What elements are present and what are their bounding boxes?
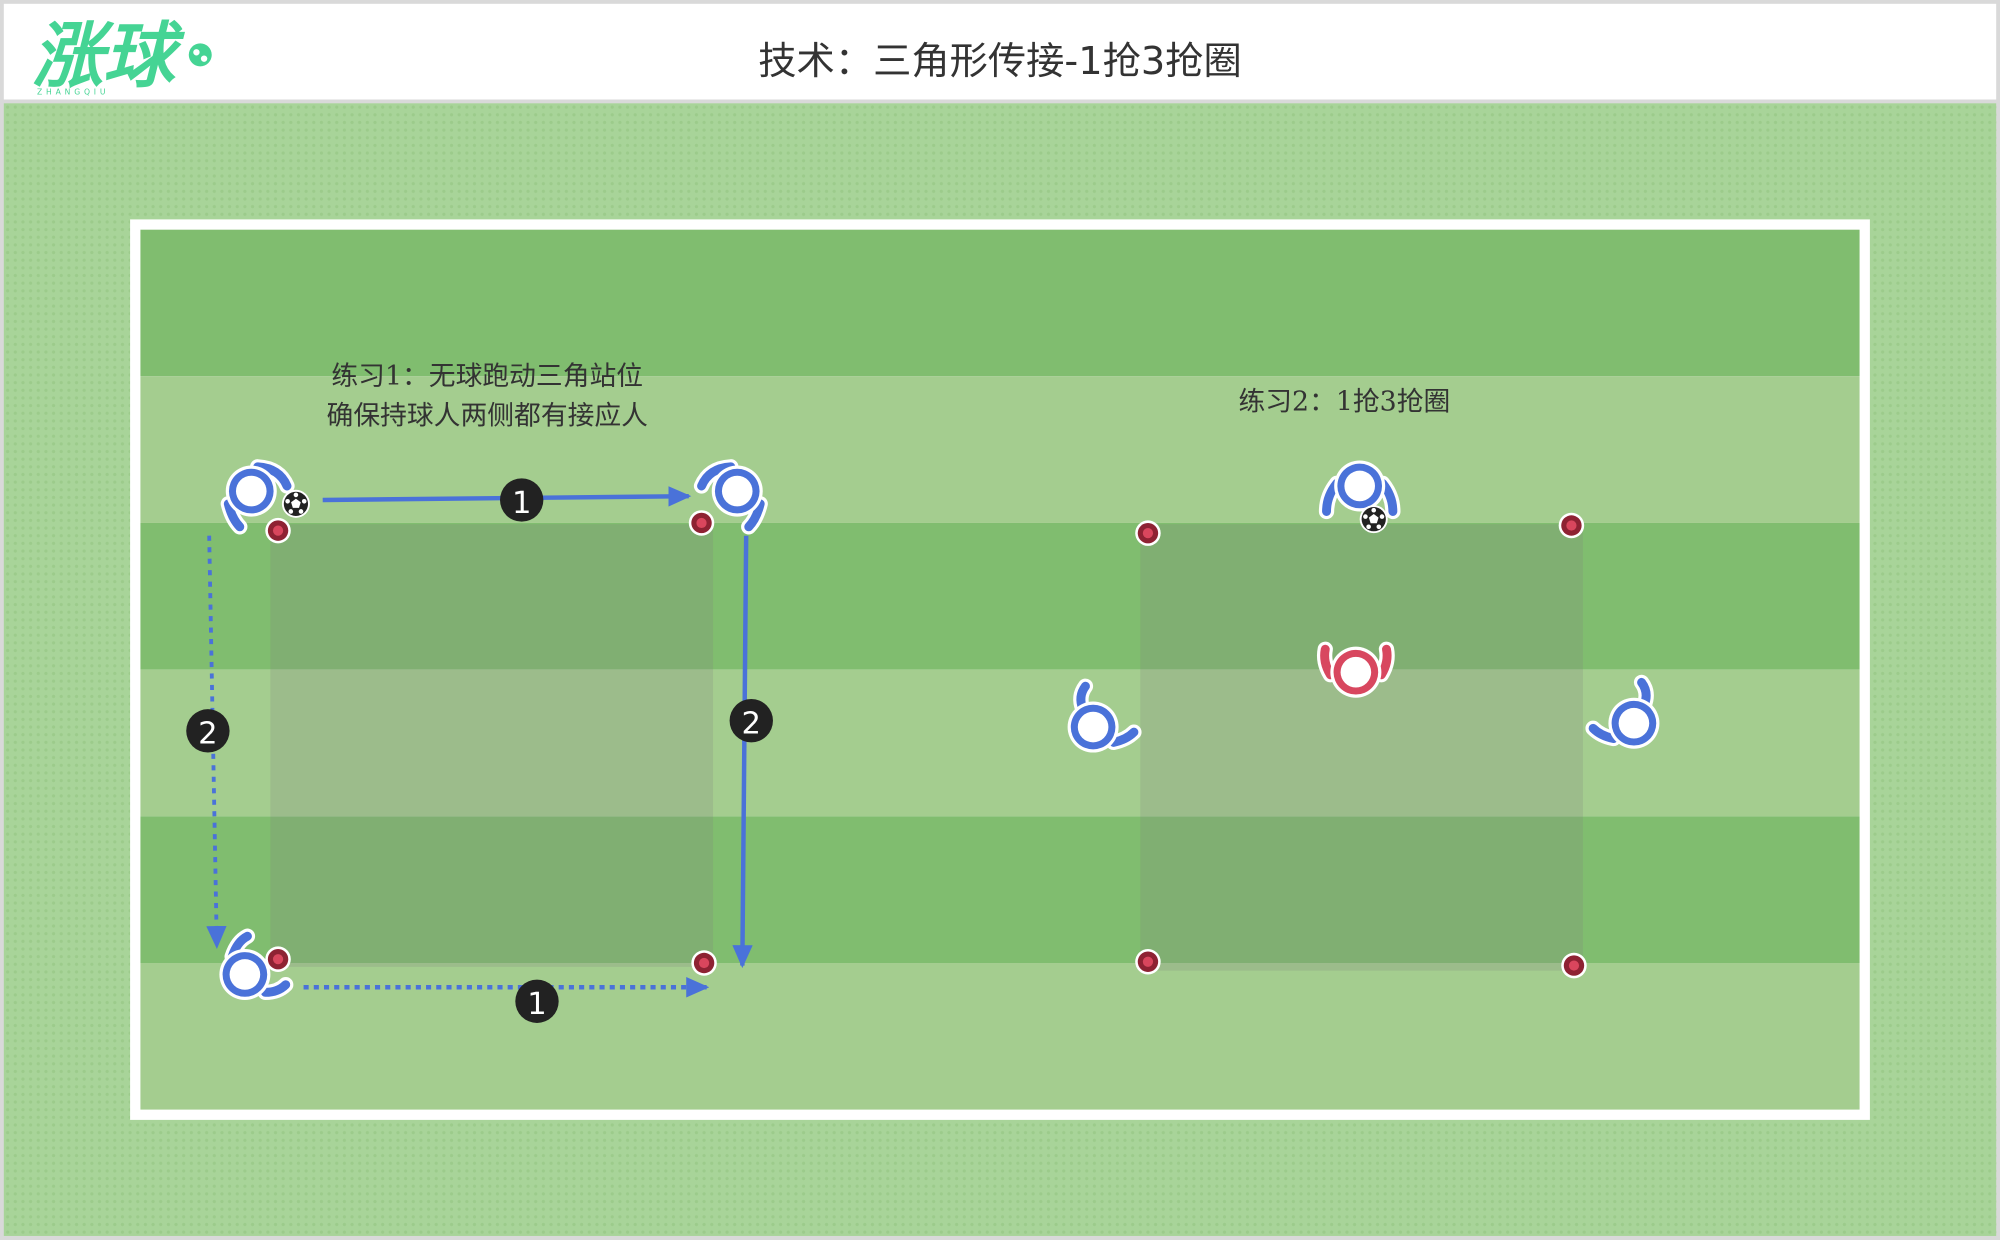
svg-text:1: 1 <box>512 486 531 521</box>
svg-text:ZHANGQIU: ZHANGQIU <box>37 87 109 95</box>
cone-marker <box>265 517 291 544</box>
run-arrow-2-solid: 2 <box>729 535 773 969</box>
header-bar: 涨球 ZHANGQIU 技术：三角形传接-1抢3抢圈 <box>3 3 1997 100</box>
pass-arrow-1-dotted: 1 <box>303 977 710 1023</box>
drill-1-label: 练习1：无球跑动三角站位 确保持球人两侧都有接应人 <box>296 357 679 436</box>
svg-text:涨球: 涨球 <box>32 14 185 95</box>
blue-player-icon <box>1585 674 1660 749</box>
red-defender-icon <box>1316 641 1395 698</box>
svg-text:2: 2 <box>198 717 217 752</box>
cone-marker <box>1135 948 1161 975</box>
svg-text:1: 1 <box>527 987 546 1022</box>
blue-player-icon <box>1318 460 1401 520</box>
run-arrow-2-dotted: 2 <box>186 535 230 949</box>
pitch-stripe <box>140 229 1860 377</box>
cone-marker <box>1135 520 1161 546</box>
cone-marker <box>1558 512 1585 539</box>
drill-1-label-line2: 确保持球人两侧都有接应人 <box>326 400 648 432</box>
soccer-ball-icon <box>281 489 310 518</box>
cone-marker <box>1561 952 1587 979</box>
pitch <box>140 229 1860 1110</box>
blue-player-icon <box>693 459 768 535</box>
soccer-ball-icon <box>1359 505 1388 534</box>
cone-marker <box>691 950 717 976</box>
blue-player-icon <box>1067 678 1142 753</box>
svg-text:2: 2 <box>742 706 761 741</box>
pass-arrow-1-solid: 1 <box>322 478 692 522</box>
zhangqiu-logo: 涨球 ZHANGQIU <box>32 14 212 96</box>
blue-player-icon <box>220 459 295 535</box>
drill-1-label-line1: 练习1：无球跑动三角站位 <box>331 360 644 392</box>
drill-2-label: 练习2：1抢3抢圈 <box>1238 386 1451 418</box>
pitch-stripe <box>140 522 1860 670</box>
pitch-stripe <box>140 816 1860 964</box>
pitch-stripe <box>140 669 1860 817</box>
blue-player-icon <box>219 928 294 1000</box>
page-title: 技术：三角形传接-1抢3抢圈 <box>758 39 1242 85</box>
cone-marker <box>688 510 715 536</box>
drill-2-grid-area <box>1140 524 1583 971</box>
drill-1-grid-area <box>270 524 714 967</box>
